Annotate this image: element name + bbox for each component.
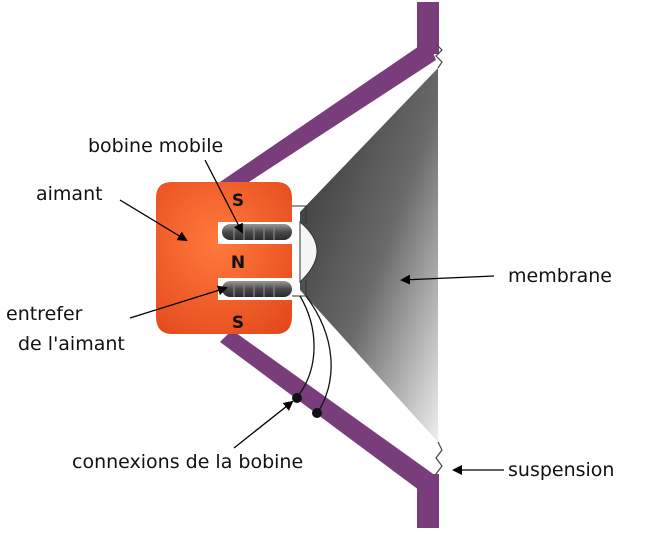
magnet [156, 182, 292, 334]
pole-middle: N [231, 253, 245, 273]
label-membrane: membrane [508, 265, 612, 287]
wire-1 [297, 295, 315, 397]
pointer-arrows [119, 159, 504, 475]
pole-top: S [232, 191, 244, 211]
arrow-aimant [119, 199, 188, 242]
wire-terminal-2 [312, 408, 322, 418]
membrane-surface [300, 68, 438, 442]
label-connexions: connexions de la bobine [72, 451, 303, 473]
suspension-surround [435, 43, 443, 475]
arrow-membrane [400, 274, 495, 285]
label-aimant: aimant [36, 183, 103, 205]
magnet-body [156, 182, 292, 334]
frame-lower-arm [220, 330, 436, 496]
speaker-frame [220, 2, 439, 528]
suspension-top [435, 43, 443, 69]
label-bobine-mobile: bobine mobile [88, 135, 223, 157]
dust-cap [299, 220, 318, 284]
coil-wires [292, 295, 332, 418]
arrow-bobine-mobile [204, 159, 243, 234]
frame-upper-arm [220, 40, 436, 193]
arrow-entrefer [129, 285, 228, 319]
membrane-cone [299, 68, 438, 442]
frame-front-bar-bottom [417, 474, 439, 528]
wire-2 [305, 295, 332, 413]
suspension-bottom [435, 441, 443, 475]
arrow-connexions [233, 400, 294, 449]
voice-coil-upper [222, 224, 292, 240]
voice-coil-lower [222, 281, 292, 297]
frame-front-bar-top [417, 2, 439, 54]
label-entrefer-line1: entrefer [6, 303, 83, 325]
pole-bottom: S [232, 313, 244, 333]
wire-terminal-1 [292, 393, 302, 403]
label-suspension: suspension [508, 459, 614, 481]
label-entrefer-line2: de l'aimant [18, 333, 125, 355]
